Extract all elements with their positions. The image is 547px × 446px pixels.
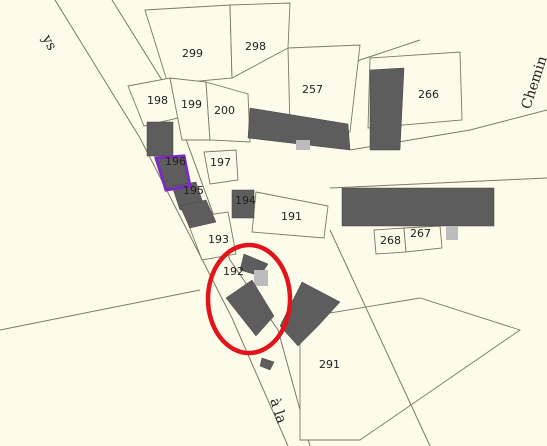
road-left-west-edge [54,0,289,446]
building-257-row [247,107,351,151]
parcel-198-label: 198 [147,94,168,107]
building-198 [146,121,174,157]
parcel-192-label: 192 [223,265,244,278]
building-266 [369,67,405,151]
parcel-191-label: 191 [281,210,302,223]
building-267-row [341,187,495,227]
parcel-299-boundary[interactable] [144,4,233,85]
parcel-191-boundary[interactable] [251,191,329,239]
parcel-200-boundary[interactable] [205,81,251,143]
parcel-257-boundary[interactable] [287,44,361,133]
parcel-193-label: 193 [208,233,229,246]
building-small-lower [259,357,275,371]
annotation-circle [205,242,293,356]
road-name-top-left: ys [38,31,60,53]
parcel-298-label: 298 [245,40,266,53]
parcel-199-label: 199 [181,98,202,111]
parcel-200-label: 200 [214,104,235,117]
parcel-195-label: 195 [183,184,204,197]
boundary-lower-right [329,229,431,446]
road-name-chemin: Chemin [519,54,547,111]
road-left-east-edge [111,0,311,446]
parcel-268-label: 268 [380,234,401,247]
building-192-b [225,279,275,337]
parcel-291-label: 291 [319,358,340,371]
parcel-267-label: 267 [410,227,431,240]
building-267-light [446,226,458,240]
parcel-196-label: 196 [165,155,186,168]
road-name-bottom: à la [266,396,290,426]
building-193-strip [179,199,217,229]
selected-parcel-outline[interactable] [154,154,192,192]
building-257-light [296,140,310,150]
building-291 [279,281,341,347]
parcel-194-label: 194 [235,194,256,207]
parcel-291-boundary[interactable] [299,297,522,441]
parcel-267-boundary[interactable] [403,225,443,253]
boundary-lower-left [0,289,201,331]
parcel-266-label: 266 [418,88,439,101]
parcel-299-label: 299 [182,47,203,60]
parcel-197-label: 197 [210,156,231,169]
road-right-lower-edge [329,177,547,189]
building-192-light [254,270,268,286]
building-194 [231,189,255,219]
parcel-197-boundary[interactable] [203,149,239,185]
parcel-257-label: 257 [302,83,323,96]
